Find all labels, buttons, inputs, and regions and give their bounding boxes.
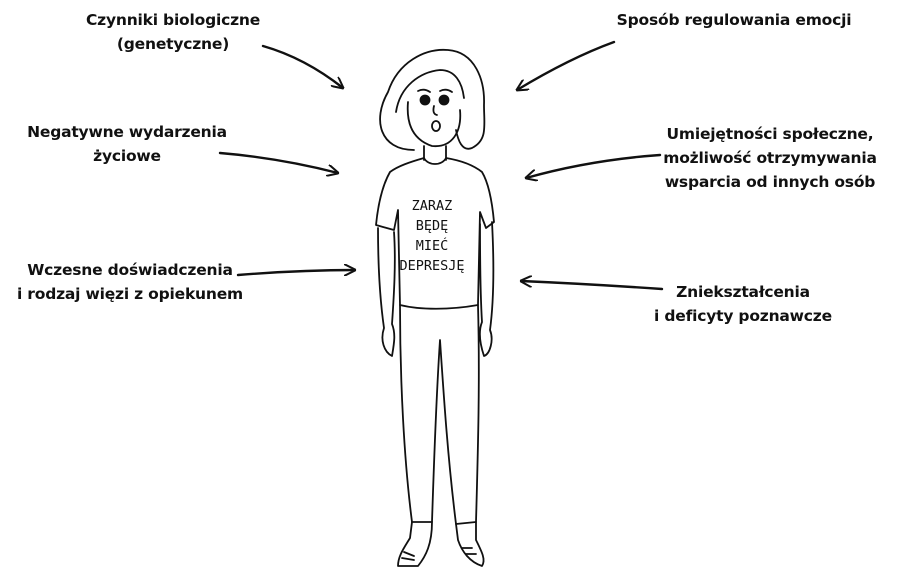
shirt-line: BĘDĘ	[415, 218, 449, 234]
shirt-text: ZARAZ BĘDĘ MIEĆ DEPRESJĘ	[398, 196, 466, 276]
factor-label-line: Wczesne doświadczenia	[27, 261, 233, 279]
arrow-early-experiences	[236, 270, 357, 277]
arrow-social-skills	[526, 153, 662, 178]
factor-label-line: i rodzaj więzi z opiekunem	[17, 285, 243, 303]
factor-label-line: wsparcia od innych osób	[664, 173, 876, 191]
right-shoe	[455, 521, 485, 567]
factor-label-line: i deficyty poznawcze	[654, 307, 832, 325]
arrow-cognitive-distortions	[521, 281, 664, 291]
face	[406, 101, 462, 147]
factor-label-line: Zniekształcenia	[676, 283, 810, 301]
hair	[379, 48, 486, 151]
right-eye	[438, 94, 450, 106]
arrow-emotion-regulation	[517, 40, 616, 90]
shirt-line: DEPRESJĘ	[399, 258, 465, 274]
left-shoe	[397, 521, 433, 567]
factor-label-line: życiowe	[93, 147, 161, 165]
shirt-line: ZARAZ	[411, 198, 453, 214]
right-arm	[478, 221, 495, 357]
factor-cognitive-distortions: Zniekształcenia i deficyty poznawcze	[648, 280, 838, 328]
person-figure	[375, 48, 495, 567]
factor-emotion-regulation: Sposób regulowania emocji	[614, 8, 854, 32]
left-arm	[377, 227, 396, 357]
factor-label-line: Sposób regulowania emocji	[616, 11, 852, 29]
mouth	[431, 120, 441, 132]
factor-biological: Czynniki biologiczne (genetyczne)	[78, 8, 268, 56]
left-eye	[419, 94, 431, 106]
arrow-biological	[261, 44, 343, 88]
factor-social-skills: Umiejętności społeczne, możliwość otrzym…	[660, 122, 880, 194]
arrow-life-events	[218, 151, 338, 173]
factor-label-line: Negatywne wydarzenia	[27, 123, 227, 141]
factor-label-line: Czynniki biologiczne	[85, 11, 261, 29]
factor-life-events: Negatywne wydarzenia życiowe	[22, 120, 232, 168]
shirt-line: MIEĆ	[415, 238, 449, 254]
factor-label-line: Umiejętności społeczne,	[666, 125, 874, 143]
factor-label-line: możliwość otrzymywania	[663, 149, 877, 167]
factor-early-experiences: Wczesne doświadczenia i rodzaj więzi z o…	[10, 258, 250, 306]
factor-label-line: (genetyczne)	[116, 35, 230, 53]
trousers	[399, 304, 480, 525]
